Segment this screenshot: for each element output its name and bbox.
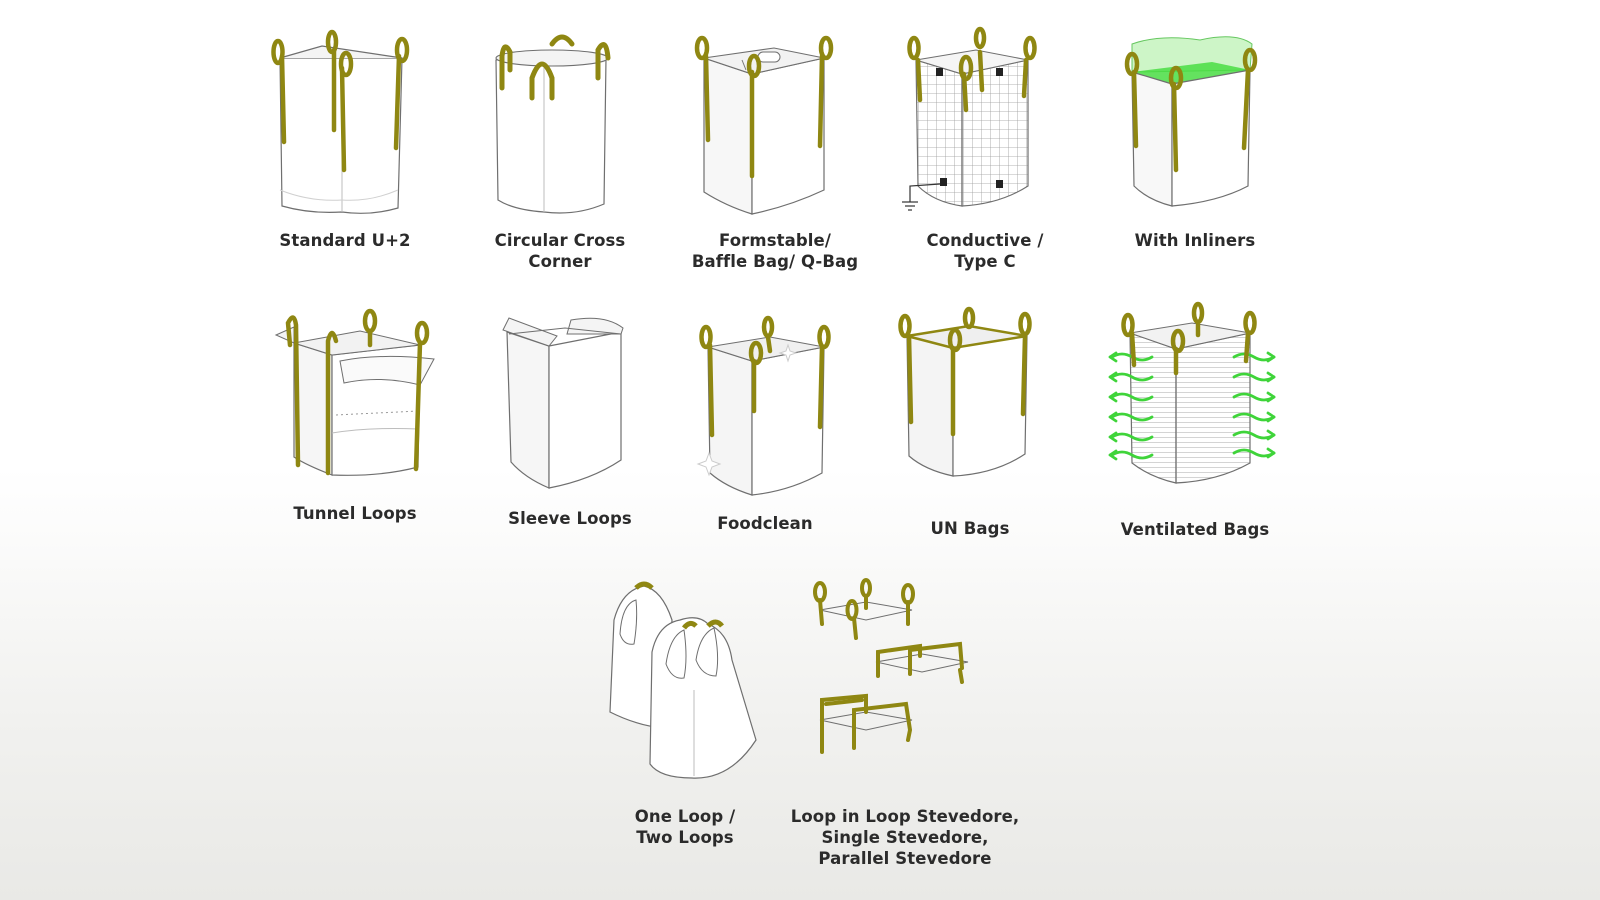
label-one-two-loops: One Loop / Two Loops [600, 806, 770, 848]
label-line: UN Bags [930, 519, 1010, 538]
label-with-inliners: With Inliners [1120, 230, 1270, 251]
label-line: With Inliners [1134, 231, 1256, 250]
tile-tunnel-loops: Tunnel Loops [270, 305, 440, 535]
foodclean-bag-icon [696, 315, 831, 496]
label-standard-u2: Standard U+2 [270, 230, 420, 251]
label-line: Tunnel Loops [293, 504, 417, 523]
label-line: Sleeve Loops [508, 509, 632, 528]
label-foodclean: Foodclean [690, 513, 840, 534]
sleeve-loop-bag-icon [502, 317, 624, 489]
label-line: One Loop / [634, 807, 736, 826]
label-stevedore: Loop in Loop Stevedore, Single Stevedore… [790, 806, 1020, 869]
label-line: Single Stevedore, [821, 828, 989, 847]
label-line: Corner [528, 252, 592, 271]
tile-circular-cross-corner: Circular Cross Corner [480, 30, 640, 280]
one-two-loop-bag-icon [609, 581, 757, 779]
conductive-bag-icon [902, 26, 1037, 211]
un-bag-icon [898, 306, 1032, 477]
label-conductive: Conductive / Type C [900, 230, 1070, 272]
label-line: Conductive / [926, 231, 1044, 250]
label-un-bags: UN Bags [895, 518, 1045, 539]
tile-sleeve-loops: Sleeve Loops [495, 310, 645, 540]
standard-bag-icon [271, 29, 410, 214]
label-ventilated-bags: Ventilated Bags [1110, 519, 1280, 540]
label-sleeve-loops: Sleeve Loops [495, 508, 645, 529]
label-circular-cross-corner: Circular Cross Corner [480, 230, 640, 272]
baffle-bag-icon [694, 35, 834, 215]
label-line: Circular Cross [494, 231, 626, 250]
label-line: Type C [954, 252, 1016, 271]
tile-conductive: Conductive / Type C [900, 26, 1070, 280]
label-formstable: Formstable/ Baffle Bag/ Q-Bag [690, 230, 860, 272]
tile-standard-u2: Standard U+2 [270, 29, 420, 260]
label-line: Baffle Bag/ Q-Bag [691, 252, 859, 271]
tunnel-loop-bag-icon [274, 308, 435, 476]
label-line: Two Loops [636, 828, 734, 847]
label-line: Foodclean [717, 514, 813, 533]
tile-foodclean: Foodclean [690, 315, 840, 545]
label-line: Standard U+2 [279, 231, 411, 250]
tile-one-two-loops: One Loop / Two Loops [600, 580, 770, 870]
label-line: Formstable/ [719, 231, 831, 250]
label-line: Loop in Loop Stevedore, [790, 807, 1020, 826]
tile-with-inliners: With Inliners [1120, 30, 1270, 260]
ventilated-bag-icon [1108, 301, 1276, 484]
tile-un-bags: UN Bags [895, 306, 1045, 540]
tile-ventilated-bags: Ventilated Bags [1108, 301, 1280, 545]
tile-formstable: Formstable/ Baffle Bag/ Q-Bag [690, 30, 860, 280]
label-line: Parallel Stevedore [818, 849, 992, 868]
stevedore-frames-icon [813, 578, 969, 754]
inliner-bag-icon [1124, 36, 1258, 207]
tile-stevedore: Loop in Loop Stevedore, Single Stevedore… [790, 578, 1020, 880]
circular-bag-icon [495, 34, 611, 214]
label-tunnel-loops: Tunnel Loops [270, 503, 440, 524]
label-line: Ventilated Bags [1120, 520, 1270, 539]
